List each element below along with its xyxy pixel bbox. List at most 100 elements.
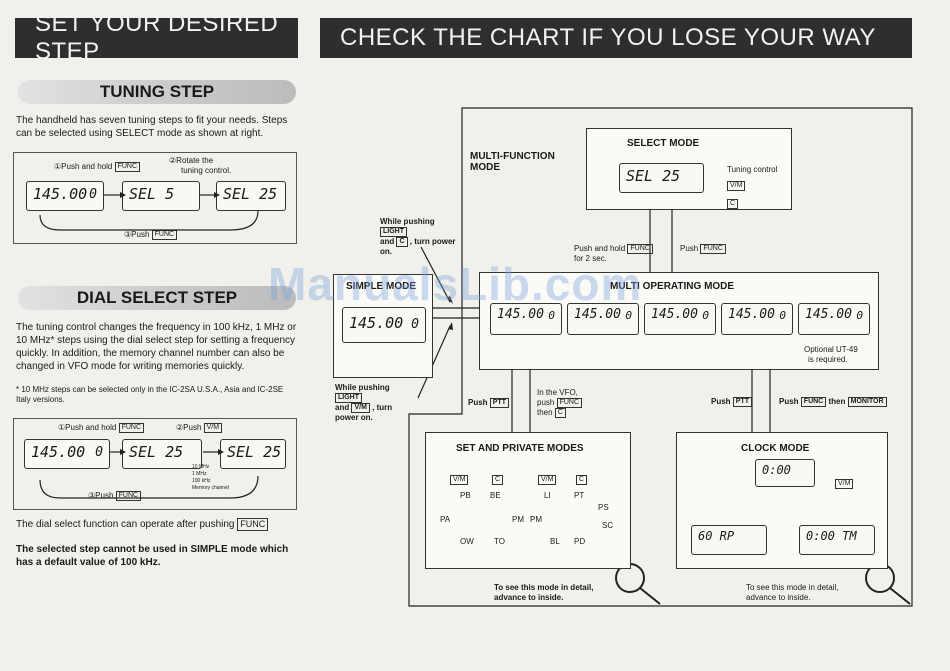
dial-step2: ②Push V/M: [176, 423, 223, 433]
dial-note2: The selected step cannot be used in SIMP…: [16, 544, 289, 568]
push-text: Push: [680, 244, 699, 254]
push-text: Push: [711, 397, 731, 407]
func-key: FUNC: [118, 423, 145, 433]
lcd-frequency-text: 145.00: [805, 307, 852, 322]
dial-intro: The tuning control changes the frequency…: [16, 322, 297, 372]
optional-note: Optional UT-49 is required.: [804, 345, 858, 365]
push-hold-label: Push and hold FUNC for 2 sec.: [574, 244, 653, 264]
sp-pb: PB: [460, 491, 471, 500]
in-vfo-line2: push: [537, 398, 555, 408]
lcd-frequency-text: 145.00: [33, 185, 88, 203]
func-key: FUNC: [114, 162, 141, 172]
sp-bl: BL: [550, 537, 560, 546]
sp-li: LI: [544, 491, 551, 500]
ptt-key: PTT: [489, 398, 510, 408]
then-text: then: [828, 397, 846, 407]
lcd-frequency-text: 145.00: [31, 443, 86, 461]
vm-key: V/M: [727, 181, 746, 191]
lcd-frequency-text: 145.00: [728, 307, 775, 322]
push-func-monitor: Push FUNC then MONITOR: [779, 397, 887, 407]
select-mode-title: SELECT MODE: [627, 138, 700, 149]
dial-step3-text: ③Push: [88, 491, 114, 501]
c-key: C: [396, 237, 408, 248]
vm-key: V/M: [835, 479, 854, 489]
func-key: FUNC: [627, 244, 653, 254]
lcd-channel-text: 0: [95, 445, 103, 460]
option-10mhz: 10 MHz: [192, 464, 210, 470]
lcd-sel-text: SEL 25: [129, 443, 184, 461]
tuning-step1-text: ①Push and hold: [54, 162, 113, 172]
lcd-sel-text: SEL 25: [227, 443, 282, 461]
dial-step1: ①Push and hold FUNC: [58, 423, 145, 433]
left-banner: SET YOUR DESIRED STEP: [15, 10, 298, 65]
dial-step1-text: ①Push and hold: [58, 423, 117, 433]
lcd-frequency-text: 145.00: [574, 307, 621, 322]
tuning-lcd-sel5: SEL 5: [122, 181, 200, 211]
push-ptt-right: Push PTT: [711, 397, 753, 407]
on-text: on.: [380, 247, 392, 257]
turn-text: , turn power: [409, 237, 456, 247]
right-banner: CHECK THE CHART IF YOU LOSE YOUR WAY: [320, 18, 912, 58]
clock-detail-note: To see this mode in detail, advance to i…: [746, 583, 839, 603]
and-text: and: [335, 403, 350, 413]
sp-ow: OW: [460, 537, 474, 546]
in-vfo-line1: In the VFO,: [537, 388, 578, 397]
light-key: LIGHT: [335, 393, 362, 403]
sp-pm-left: PM: [512, 515, 524, 524]
sp-pt: PT: [574, 491, 585, 500]
set-detail-note: To see this mode in detail, advance to i…: [494, 583, 593, 603]
op-lcd-5: 145.00 0: [798, 303, 870, 335]
tuning-step2: ②Rotate the tuning control.: [169, 156, 231, 176]
dial-lcd-frequency: 145.00 0: [24, 439, 110, 469]
lcd-channel-text: 0: [856, 309, 863, 322]
push-text: Push: [468, 398, 488, 408]
and-text: and: [380, 237, 395, 247]
tuning-step2-line1: ②Rotate the: [169, 156, 214, 165]
optional-text-2: is required.: [808, 355, 848, 364]
on-text: power on.: [335, 413, 373, 423]
lcd-sel-text: SEL 25: [626, 167, 681, 185]
dial-options: 10 MHz 1 MHz 100 kHz Memory channel: [192, 464, 229, 492]
ptt-key: PTT: [732, 397, 753, 407]
lcd-channel-text: 0: [548, 309, 555, 322]
multi-function-mode-title: MULTI-FUNCTION MODE: [470, 151, 555, 173]
select-mode-box: SELECT MODE SEL 25 Tuning control V/M C: [586, 128, 792, 210]
clock-mode-title: CLOCK MODE: [741, 443, 810, 454]
multi-operating-box: MULTI OPERATING MODE 145.00 0 145.00 0 1…: [479, 272, 879, 370]
tuning-lcd-frequency: 145.00 0: [26, 181, 104, 211]
multi-operating-title: MULTI OPERATING MODE: [610, 281, 735, 292]
set-private-box: SET AND PRIVATE MODES V/M C V/M C PB BE …: [425, 432, 631, 569]
tuning-step1: ①Push and hold FUNC: [54, 162, 141, 172]
lcd-rp-text: 60 RP: [698, 529, 735, 543]
op-lcd-3: 145.00 0: [644, 303, 716, 335]
lcd-channel-text: 0: [625, 309, 632, 322]
dial-lcd-sel25-b: SEL 25: [220, 439, 286, 469]
dial-footnote: * 10 MHz steps can be selected only in t…: [16, 385, 284, 404]
func-key: FUNC: [115, 491, 142, 501]
simple-mode-title: SIMPLE MODE: [346, 281, 417, 292]
c-key: C: [492, 475, 504, 485]
light-key: LIGHT: [380, 227, 407, 237]
lcd-sel-text: SEL 5: [129, 185, 175, 203]
vm-key: V/M: [450, 475, 469, 485]
vm-key: V/M: [538, 475, 557, 485]
clock-mode-box: CLOCK MODE 0:00 V/M 60 RP 0:00 TM: [676, 432, 888, 569]
sp-ps: PS: [598, 503, 609, 512]
tuning-step3-text: ③Push: [124, 230, 150, 240]
lcd-channel-text: 0: [702, 309, 709, 322]
dial-step2-text: ②Push: [176, 423, 202, 433]
turn-text: , turn: [372, 403, 393, 413]
c-key: C: [727, 199, 739, 209]
detail-line2: advance to inside.: [746, 593, 811, 602]
tuning-control-label: Tuning control: [727, 165, 778, 174]
dial-note1: The dial select function can operate aft…: [16, 518, 269, 531]
set-private-title: SET AND PRIVATE MODES: [456, 443, 584, 454]
lcd-channel-text: 0: [411, 317, 419, 332]
c-key: C: [554, 408, 566, 419]
sp-be: BE: [490, 491, 501, 500]
detail-line1: To see this mode in detail,: [494, 583, 594, 592]
push-func-label: Push FUNC: [680, 244, 726, 254]
dial-lcd-sel25-a: SEL 25: [122, 439, 202, 469]
simple-lcd: 145.00 0: [342, 307, 426, 343]
dial-note1-text: The dial select function can operate aft…: [16, 519, 235, 531]
